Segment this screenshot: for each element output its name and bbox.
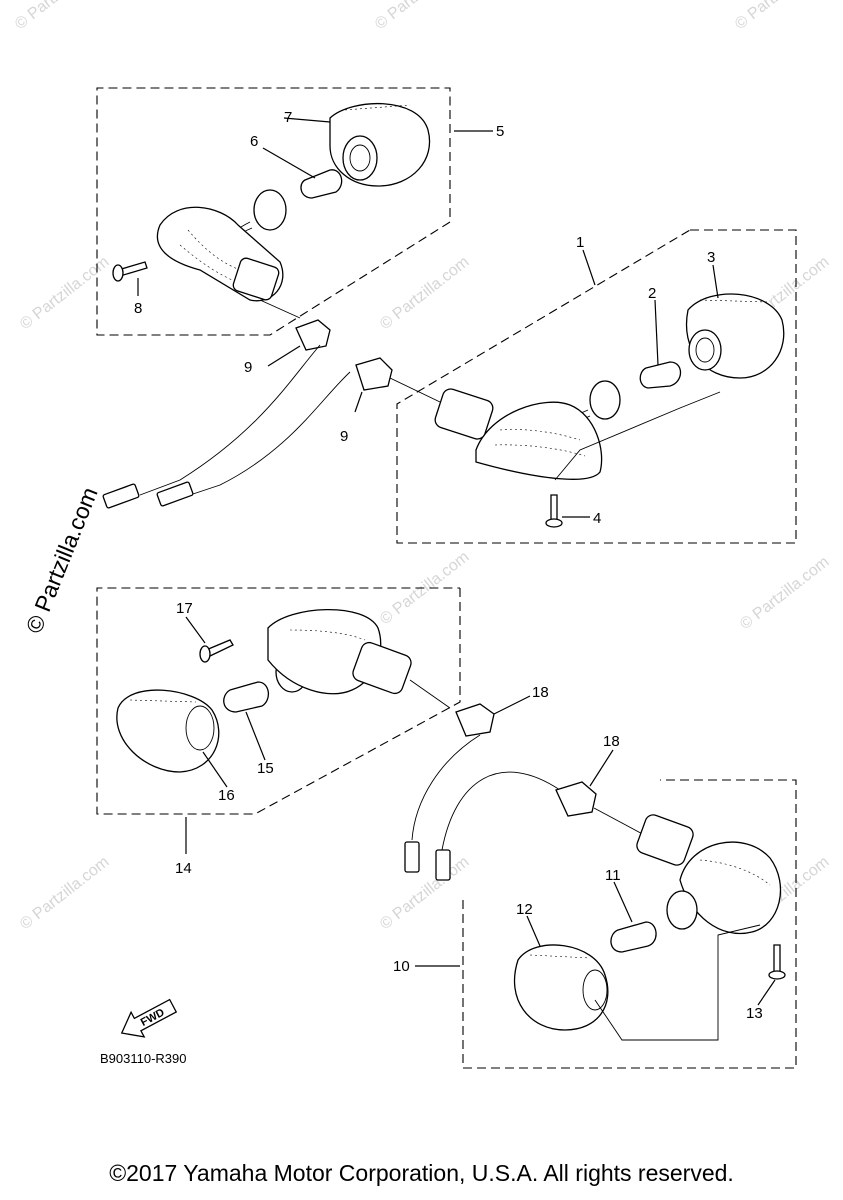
callout-labels: 1 2 3 4 5 6 7 8 9 9 10 11 12 13 14 15 16… [134, 109, 763, 1022]
watermark: © Partzilla.com [12, 0, 107, 33]
side-watermark: © Partzilla.com [21, 483, 103, 636]
callout-17: 17 [176, 600, 193, 617]
assembly-14 [96, 587, 461, 854]
harness-top [102, 299, 441, 509]
callout-18b: 18 [603, 733, 620, 750]
callout-12: 12 [516, 901, 533, 918]
callout-7: 7 [284, 109, 292, 126]
callout-14: 14 [175, 860, 192, 877]
callout-13: 13 [746, 1005, 763, 1022]
callout-18a: 18 [532, 684, 549, 701]
assembly-1 [396, 229, 797, 544]
callout-9b: 9 [340, 428, 348, 445]
watermark: © Partzilla.com [377, 253, 472, 333]
watermark: © Partzilla.com [372, 0, 467, 33]
callout-10: 10 [393, 958, 410, 975]
callout-5: 5 [496, 123, 504, 140]
copyright-notice: ©2017 Yamaha Motor Corporation, U.S.A. A… [109, 1160, 734, 1186]
forward-arrow-icon: FWD [120, 998, 178, 1038]
callout-8: 8 [134, 300, 142, 317]
callout-1: 1 [576, 234, 584, 251]
assembly-5 [96, 87, 493, 336]
harness-bottom [404, 695, 651, 881]
watermark: © Partzilla.com [732, 0, 827, 33]
callout-11: 11 [605, 867, 621, 884]
callout-9a: 9 [244, 359, 252, 376]
watermark: © Partzilla.com [377, 853, 472, 933]
watermark: © Partzilla.com [17, 853, 112, 933]
assembly-10 [415, 779, 797, 1069]
callout-15: 15 [257, 760, 274, 777]
watermark: © Partzilla.com [737, 553, 832, 633]
callout-16: 16 [218, 787, 235, 804]
diagram-code: B903110-R390 [100, 1051, 187, 1066]
fwd-label: FWD [139, 1006, 167, 1028]
callout-6: 6 [250, 133, 258, 150]
callout-3: 3 [707, 249, 715, 266]
callout-2: 2 [648, 285, 656, 302]
callout-4: 4 [593, 510, 601, 527]
watermark: © Partzilla.com [17, 253, 112, 333]
